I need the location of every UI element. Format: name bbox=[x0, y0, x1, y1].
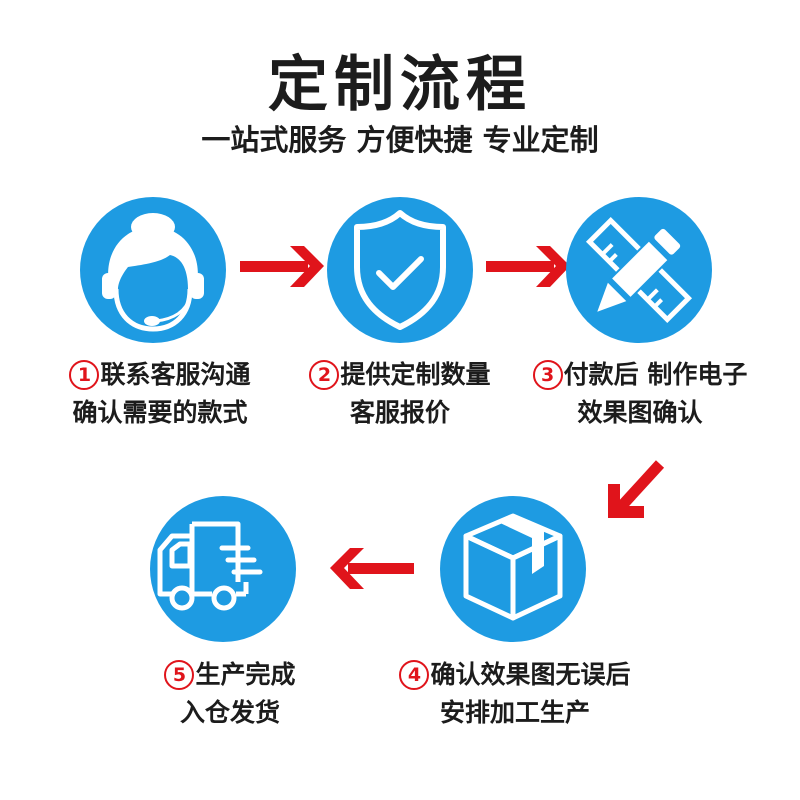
step-number-badge: 5 bbox=[164, 660, 195, 690]
arrow-right-icon bbox=[240, 246, 324, 287]
step-2-circle bbox=[327, 197, 473, 343]
step-3-circle bbox=[566, 197, 712, 343]
page-title: 定制流程 bbox=[268, 50, 532, 120]
step-5-circle bbox=[150, 496, 296, 642]
step-number-badge: 2 bbox=[309, 360, 340, 390]
arrow-left-icon bbox=[330, 548, 414, 589]
step-4-circle bbox=[440, 496, 586, 642]
arrow-right-icon bbox=[486, 246, 570, 287]
step-number-badge: 4 bbox=[399, 660, 430, 690]
shield-check-icon bbox=[354, 210, 446, 330]
step-number-badge: 1 bbox=[69, 360, 100, 390]
delivery-truck-icon bbox=[157, 521, 263, 611]
page-subtitle: 一站式服务 方便快捷 专业定制 bbox=[201, 123, 599, 157]
pencil-ruler-design-icon bbox=[585, 216, 693, 324]
step-1-circle bbox=[80, 197, 226, 343]
package-box-icon bbox=[463, 513, 563, 621]
arrow-down-left-icon bbox=[608, 460, 665, 518]
step-number-badge: 3 bbox=[532, 360, 563, 390]
customer-service-headset-icon bbox=[102, 213, 204, 332]
